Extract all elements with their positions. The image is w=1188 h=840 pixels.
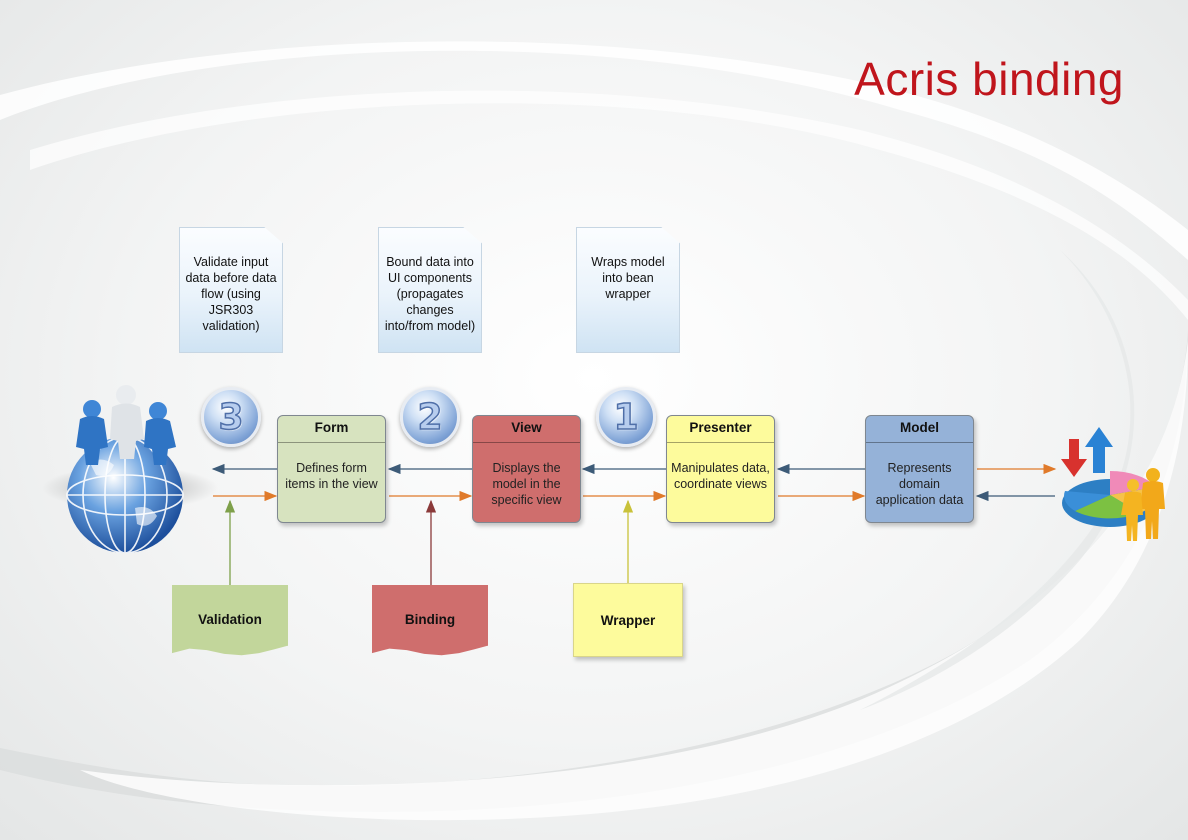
note-validate: Validate input data before data flow (us… (179, 227, 283, 353)
binding-doc: Binding (372, 585, 488, 656)
view-description: Displays the model in the specific view (491, 461, 562, 507)
step-3-badge: 3 (201, 387, 261, 447)
step-1-badge: 1 (596, 387, 656, 447)
view-title: View (473, 416, 580, 443)
step-2-badge: 2 (400, 387, 460, 447)
note-bound-data: Bound data into UI components (propagate… (378, 227, 482, 353)
form-description: Defines form items in the view (285, 461, 378, 491)
wrapper-doc: Wrapper (573, 583, 683, 657)
note-wraps-model: Wraps model into bean wrapper (576, 227, 680, 353)
form-box: Form Defines form items in the view (277, 415, 386, 523)
presenter-description: Manipulates data, coordinate views (671, 461, 770, 491)
form-title: Form (278, 416, 385, 443)
model-title: Model (866, 416, 973, 443)
validation-doc: Validation (172, 585, 288, 656)
globe-people-icon (42, 385, 218, 553)
page-title: Acris binding (854, 53, 1124, 105)
presenter-title: Presenter (667, 416, 774, 443)
presenter-box: Presenter Manipulates data, coordinate v… (666, 415, 775, 523)
model-description: Represents domain application data (875, 461, 964, 507)
chart-people-icon (1061, 427, 1165, 541)
model-box: Model Represents domain application data (865, 415, 974, 523)
view-box: View Displays the model in the specific … (472, 415, 581, 523)
